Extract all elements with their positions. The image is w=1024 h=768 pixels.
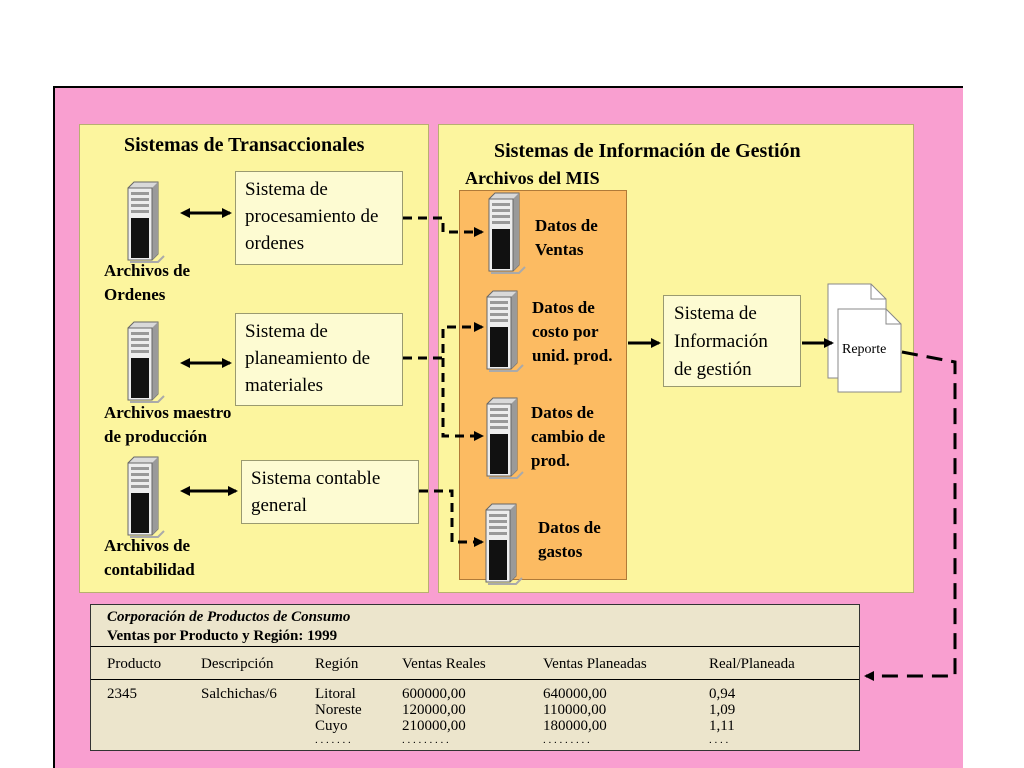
header-ventas-reales: Ventas Reales xyxy=(402,656,486,672)
cell-region-1: Litoral xyxy=(315,686,356,702)
cell-ratio-3: 1,11 xyxy=(709,718,735,734)
table-divider-top xyxy=(91,646,859,647)
general-accounting-system: Sistema contable general xyxy=(241,460,419,524)
product-change-data-label: Datos de cambio de prod. xyxy=(531,403,606,470)
cell-real-3: 210000,00 xyxy=(402,718,466,734)
continuation-dots-real: . . . . . . . . . xyxy=(402,734,449,746)
cell-ratio-2: 1,09 xyxy=(709,702,736,718)
header-descripcion: Descripción xyxy=(201,656,274,672)
cell-planned-1: 640000,00 xyxy=(543,686,607,702)
transactional-systems-title: Sistemas de Transaccionales xyxy=(124,134,365,156)
cell-planned-3: 180000,00 xyxy=(543,718,607,734)
report-subtitle: Ventas por Producto y Región: 1999 xyxy=(107,628,338,644)
sales-data-label: Datos de Ventas xyxy=(535,216,598,259)
sales-report-table: Corporación de Productos de Consumo Vent… xyxy=(90,604,860,751)
management-information-system: Sistema de Información de gestión xyxy=(663,295,801,387)
order-processing-system: Sistema de procesamiento de ordenes xyxy=(235,171,403,265)
cell-ratio-1: 0,94 xyxy=(709,686,736,702)
cell-planned-2: 110000,00 xyxy=(543,702,607,718)
cell-real-1: 600000,00 xyxy=(402,686,466,702)
header-producto: Producto xyxy=(107,656,162,672)
mis-panel-title: Sistemas de Información de Gestión xyxy=(494,140,801,162)
cell-region-2: Noreste xyxy=(315,702,362,718)
cell-product-code: 2345 xyxy=(107,686,137,702)
cell-description: Salchichas/6 xyxy=(201,686,277,702)
table-divider-header xyxy=(91,679,859,680)
continuation-dots-planned: . . . . . . . . . xyxy=(543,734,590,746)
expense-data-label: Datos de gastos xyxy=(538,518,601,561)
continuation-dots-ratio: . . . . xyxy=(709,734,729,746)
report-company-name: Corporación de Productos de Consumo xyxy=(107,609,351,625)
cell-region-3: Cuyo xyxy=(315,718,348,734)
mis-files-title: Archivos del MIS xyxy=(465,168,600,188)
header-ventas-planeadas: Ventas Planeadas xyxy=(543,656,647,672)
continuation-dots-region: . . . . . . . xyxy=(315,734,351,746)
header-region: Región xyxy=(315,656,359,672)
report-label: Reporte xyxy=(842,342,887,357)
material-planning-system: Sistema de planeamiento de materiales xyxy=(235,313,403,406)
header-real-planeada: Real/Planeada xyxy=(709,656,795,672)
unit-cost-data-label: Datos de costo por unid. prod. xyxy=(532,298,613,365)
cell-real-2: 120000,00 xyxy=(402,702,466,718)
